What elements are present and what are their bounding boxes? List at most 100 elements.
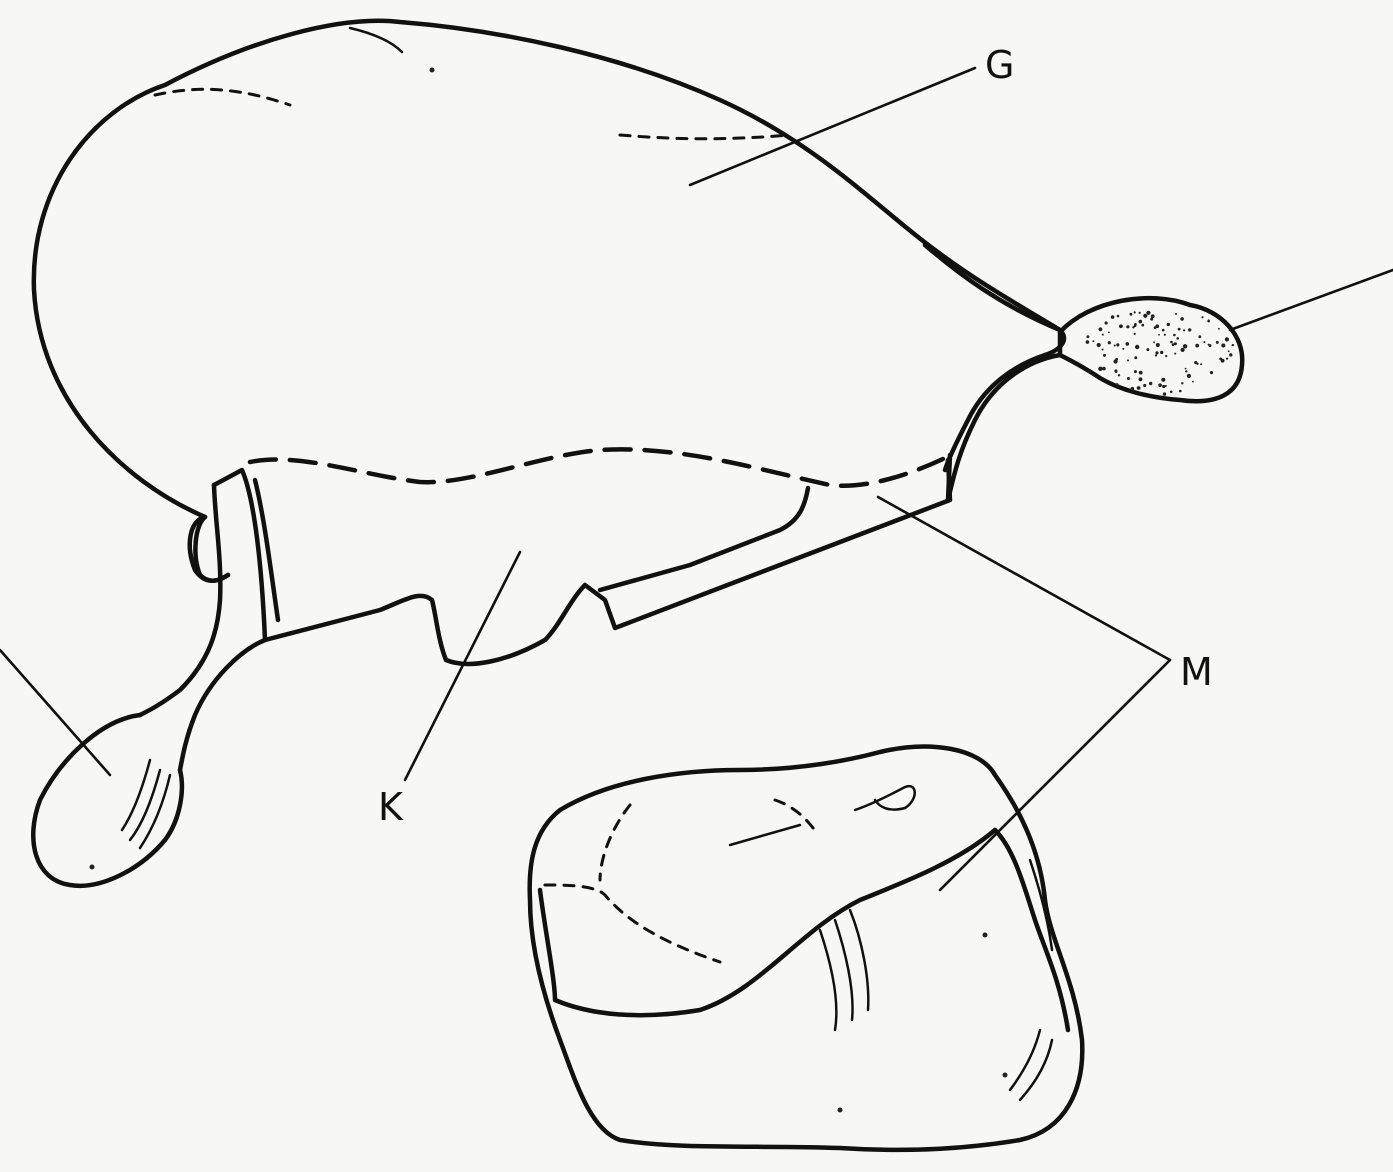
stipple-dot [1181, 382, 1183, 384]
stipple-dot [1158, 334, 1160, 336]
stipple-dot [1162, 329, 1165, 332]
stipple-dot [1188, 328, 1191, 331]
stone-right-edge [995, 830, 1068, 1030]
stipple-dot [1153, 341, 1155, 343]
stipple-dot [1161, 378, 1165, 382]
stipple-dot [1178, 328, 1181, 331]
body-dot [430, 68, 435, 73]
stipple-dot [1126, 325, 1129, 328]
stipple-dot [1102, 334, 1104, 336]
stipple-dot [1116, 343, 1119, 346]
stone-shading-2 [835, 920, 853, 1020]
stipple-dot [1185, 368, 1187, 370]
lower-dashed-border [250, 449, 945, 485]
stipple-dot [1155, 351, 1158, 354]
stipple-dot [1134, 311, 1136, 313]
stipple-dot [1097, 343, 1101, 347]
stipple-dot [1134, 370, 1137, 373]
body-dash-right [620, 135, 790, 139]
stipple-dot [1086, 340, 1090, 344]
stone-dot-1 [983, 933, 988, 938]
stipple-dot [1175, 313, 1177, 315]
stipple-dot [1221, 359, 1225, 363]
stipple-dot [1181, 348, 1183, 350]
stipple-dot [1139, 371, 1143, 375]
stipple-dot [1108, 332, 1110, 334]
stipple-dot [1114, 369, 1117, 372]
label-k: K [378, 785, 404, 829]
stipple-dot [1127, 359, 1129, 361]
stipple-dot [1139, 320, 1143, 324]
stone-dash-2 [545, 885, 720, 962]
stipple-dot [1174, 353, 1176, 355]
stipple-dot [1170, 341, 1173, 344]
stipple-dot [1207, 320, 1210, 323]
stipple-dot [1141, 324, 1144, 327]
stipple-dot [1139, 312, 1141, 314]
stalk-upper-right-outer [925, 245, 1064, 355]
stone-dot-2 [1003, 1073, 1008, 1078]
stipple-dot [1087, 335, 1090, 338]
stipple-dot [1160, 351, 1163, 354]
stipple-dot [1119, 324, 1123, 328]
stipple-dot [1143, 384, 1146, 387]
stipple-dot [1194, 361, 1197, 364]
stipple-dot [1167, 323, 1170, 326]
stone-dot-3 [838, 1108, 843, 1113]
stipple-dot [1139, 377, 1143, 381]
stipple-dot [1105, 321, 1108, 324]
stipple-dot [1098, 367, 1102, 371]
stipple-dot [1102, 349, 1104, 351]
leader-k [405, 552, 520, 780]
stipple-dot [1108, 341, 1111, 344]
stipple-dot [1099, 327, 1103, 331]
stipple-dot [1122, 348, 1124, 350]
stipple-dot [1221, 344, 1225, 348]
stipple-dot [1088, 370, 1091, 373]
stipple-dot [1114, 345, 1116, 347]
body-dash-top-left [155, 89, 290, 105]
stipple-dot [1127, 377, 1130, 380]
stipple-dot [1137, 386, 1141, 390]
stipple-dot [1229, 353, 1232, 356]
stipple-dot [1165, 385, 1167, 387]
stipple-dot [1173, 334, 1176, 337]
lower-inner-tube [600, 488, 808, 590]
stipple-dot [1143, 314, 1147, 318]
stipple-dot [1165, 355, 1167, 357]
lower-left-stalk [140, 485, 220, 715]
stipple-dot [1216, 341, 1219, 344]
stone-dash-1 [600, 805, 630, 880]
stipple-dot [1208, 344, 1210, 346]
stipple-dot [1174, 342, 1177, 345]
stipple-dot [1203, 341, 1205, 343]
leader-left-spoon [0, 650, 110, 775]
stipple-dot [1164, 334, 1166, 336]
stipple-dot [1192, 381, 1194, 383]
stipple-dot [1146, 311, 1150, 315]
stone-outline [530, 747, 1083, 1150]
stipple-dot [1200, 363, 1202, 365]
stipple-dot [1116, 383, 1119, 386]
stipple-dot [1154, 326, 1157, 329]
stone-loop-mark [855, 786, 915, 810]
stipple-dot [1185, 370, 1187, 372]
stipple-dot [1156, 343, 1160, 347]
leader-m-lower [940, 660, 1170, 890]
leader-m-upper [878, 497, 1170, 660]
stipple-dot [1232, 344, 1234, 346]
stipple-dot [1150, 318, 1153, 321]
left-branch-outer [195, 517, 228, 581]
stipple-dot [1183, 344, 1187, 348]
stipple-dot [1132, 326, 1134, 328]
stipple-dot [1195, 344, 1199, 348]
lower-left-stalk-inner [180, 640, 265, 770]
stipple-dot [1102, 367, 1106, 371]
stone-mark-line [730, 825, 800, 845]
stipple-dot [1210, 371, 1213, 374]
leader-right-bulb [1230, 270, 1393, 330]
stipple-dot [1225, 337, 1229, 341]
stipple-dot [1226, 358, 1228, 360]
stipple-dot [1155, 354, 1157, 356]
